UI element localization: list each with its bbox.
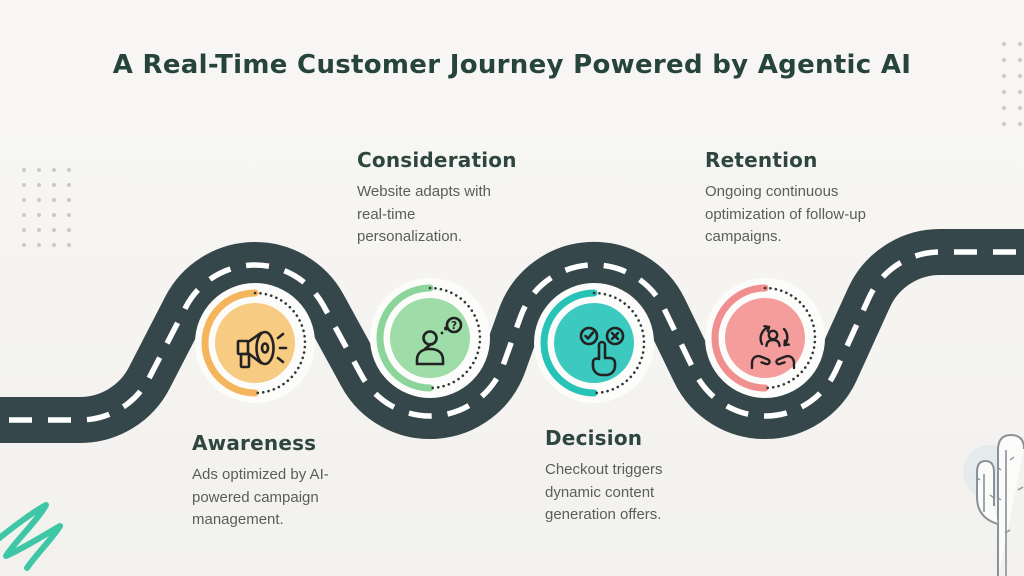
marker-circle [215,303,295,383]
stage-consideration: Consideration Website adapts with real-t… [357,148,527,249]
stage-description: Ads optimized by AI-powered campaign man… [192,466,329,528]
choice-hand-icon [579,326,625,377]
stage-label: Awareness [192,431,317,455]
marker-circle [390,298,470,378]
loyalty-hands-icon [750,325,796,370]
marker-dotted-arc [763,286,817,390]
stage-label: Decision [545,426,643,450]
megaphone-icon [236,330,288,369]
svg-text:?: ? [451,320,457,332]
teal-squiggle-icon [0,502,63,571]
road-center-line [0,249,1024,423]
marker-arc [201,289,259,397]
left-dot-grid-icon [22,168,71,247]
marker-circle [725,298,805,378]
stage-awareness: Awareness Ads optimized by AI-powered ca… [192,431,367,532]
stage-label: Consideration [357,148,517,172]
thinking-person-icon: ? [415,316,463,366]
right-dot-grid-icon [1002,42,1022,126]
marker-dotted-arc [592,291,646,395]
road-asphalt [0,229,1024,443]
stage-marker-retention [705,278,825,398]
stage-label: Retention [705,148,818,172]
stage-marker-consideration: ? [370,278,490,398]
stage-retention: Retention Ongoing continuous optimizatio… [705,148,895,249]
page-title: A Real-Time Customer Journey Powered by … [112,50,912,80]
marker-arc [376,284,434,392]
stage-marker-decision [534,283,654,403]
stage-description: Ongoing continuous optimization of follo… [705,183,866,245]
stage-decision: Decision Checkout triggers dynamic conte… [545,426,695,527]
stage-marker-awareness [195,283,315,403]
stage-description: Checkout triggers dynamic content genera… [545,461,663,523]
marker-arc [540,289,598,397]
cactus-icon [963,433,1024,576]
marker-dotted-arc [253,291,307,395]
stage-description: Website adapts with real-time personaliz… [357,183,491,245]
marker-dotted-arc [428,286,482,390]
marker-arc [711,284,769,392]
